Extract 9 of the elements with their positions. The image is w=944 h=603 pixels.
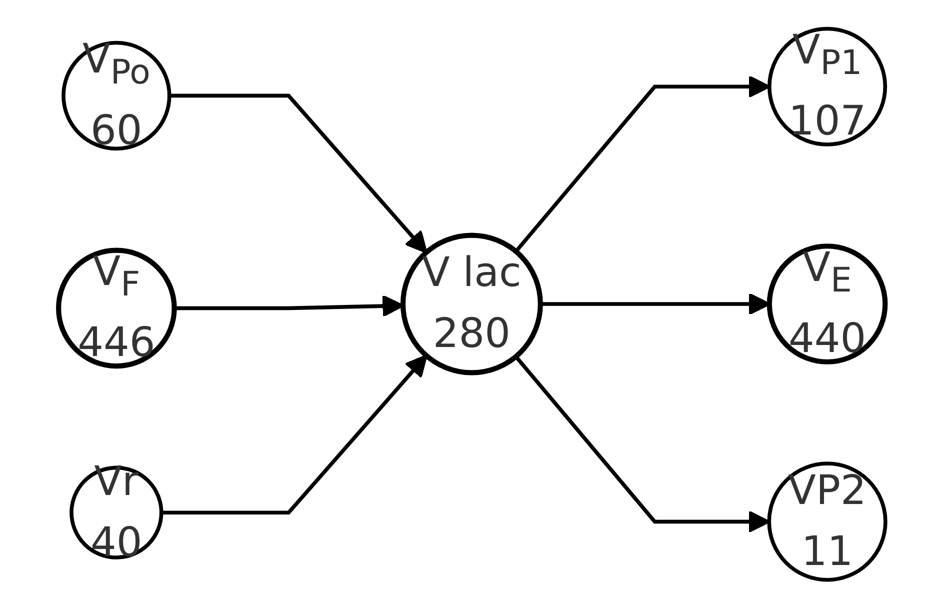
node-circle: Vr 40 bbox=[70, 466, 164, 560]
node-circle: V$_{E}$ 440 bbox=[766, 244, 888, 364]
node-circle: V$_{P1}$ 107 bbox=[768, 26, 888, 146]
node-circle: V lac 280 bbox=[400, 232, 543, 376]
node-circle: V$_{F}$ 446 bbox=[56, 248, 177, 369]
arrow bbox=[169, 94, 428, 254]
arrow bbox=[161, 354, 428, 514]
node-circle: VP2 11 bbox=[767, 462, 888, 582]
node-circle: V$_{Po}$ 60 bbox=[62, 40, 172, 151]
